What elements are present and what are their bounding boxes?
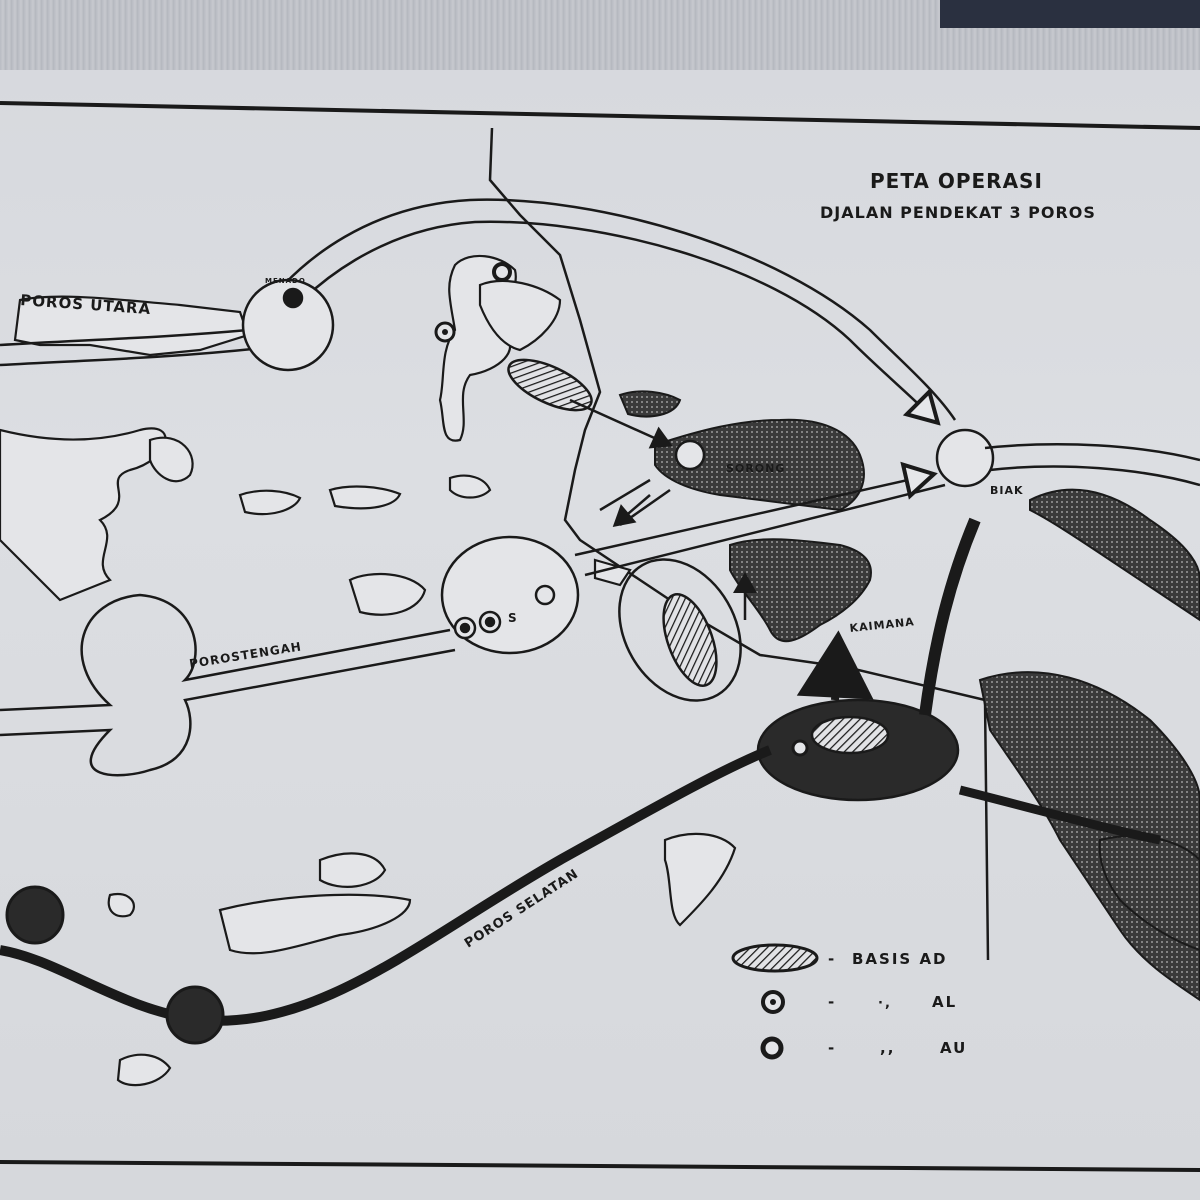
legend: - BASIS AD - ·, AL - ,, AU (731, 943, 967, 1060)
axis-label-middle: POROSTENGAH (188, 639, 302, 671)
legend-item-basis-ad: - BASIS AD (731, 943, 948, 973)
south-axis-route (0, 517, 1161, 1045)
legend-item-al: - ·, AL (761, 990, 957, 1014)
ring-icon (791, 739, 809, 757)
book-cover-corner (940, 0, 1200, 28)
base-markers (434, 262, 809, 757)
north-axis-route (0, 198, 957, 426)
basis-ad-ellipses (507, 358, 960, 802)
place-label-s: S (508, 611, 518, 625)
legend-dash: - (828, 993, 836, 1011)
legend-dash: - (828, 950, 836, 968)
legend-ditto: ,, (880, 1039, 895, 1057)
legend-item-au: - ,, AU (760, 1036, 967, 1060)
islands-outline (0, 254, 737, 1087)
place-label-sorong: SORONG (726, 462, 785, 475)
papua-landmass (618, 390, 1200, 1002)
map-title: PETA OPERASI (870, 169, 1043, 193)
dotted-circle-icon (761, 990, 785, 1014)
place-label-kaimana: KAIMANA (849, 615, 915, 635)
legend-dash: - (828, 1039, 836, 1057)
map-subtitle: DJALAN PENDEKAT 3 POROS (820, 203, 1096, 222)
legend-label-al: AL (932, 993, 957, 1011)
middle-axis-route (0, 398, 1200, 777)
place-label-biak: BIAK (990, 484, 1024, 497)
legend-ditto: ·, (878, 996, 892, 1011)
hatched-ellipse-icon (731, 943, 819, 973)
map-frame (0, 101, 1200, 1172)
place-label-menado: MENADO (265, 277, 306, 285)
dotted-circle-icon (434, 321, 456, 343)
legend-label-basis-ad: BASIS AD (852, 950, 948, 968)
legend-label-au: AU (940, 1039, 967, 1057)
ring-icon (492, 262, 512, 282)
ring-icon (760, 1036, 784, 1060)
